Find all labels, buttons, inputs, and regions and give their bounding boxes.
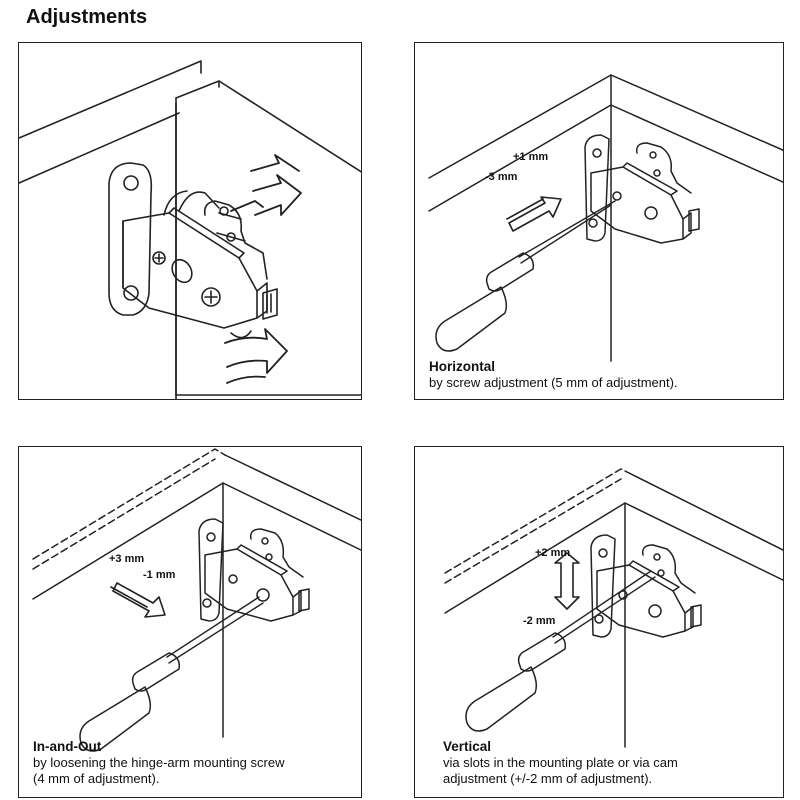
plus-adjust-label: +2 mm [535, 547, 571, 559]
move-arrow-bottom [224, 328, 288, 374]
mounting-plate [198, 518, 224, 622]
in-and-out-description-line1: by loosening the hinge-arm mounting scre… [33, 755, 285, 770]
page-title: Adjustments [26, 6, 148, 28]
in-and-out-description-line2: (4 mm of adjustment). [33, 771, 160, 786]
adjust-arrow [554, 552, 580, 610]
screwdriver-collar [485, 252, 535, 292]
vertical-caption: Vertical via slots in the mounting plate… [443, 739, 678, 787]
panel-vertical: +2 mm -2 mm Vertical via slots in the mo… [414, 446, 784, 798]
cabinet-top-edge [428, 74, 783, 179]
adjust-arrow [112, 582, 166, 618]
cabinet-top-edge-dashed [32, 448, 226, 560]
panel-hinge-overview [18, 42, 362, 400]
screwdriver-handle [79, 686, 152, 752]
in-and-out-heading: In-and-Out [33, 739, 102, 754]
adjust-arrow [508, 196, 562, 232]
minus-adjust-label: -2 mm [523, 615, 556, 627]
screwdriver-handle [435, 286, 508, 352]
horizontal-illustration [428, 74, 783, 362]
horizontal-caption: Horizontal by screw adjustment (5 mm of … [429, 359, 678, 391]
move-arrow-top [252, 174, 302, 216]
hinge-arm [204, 548, 294, 622]
panel-in-and-out: +3 mm -1 mm In-and-Out by loosening the … [18, 446, 362, 798]
in-and-out-caption: In-and-Out by loosening the hinge-arm mo… [33, 739, 284, 787]
vertical-description-line2: adjustment (+/-2 mm of adjustment). [443, 771, 653, 786]
screwdriver-collar [131, 652, 181, 692]
vertical-heading: Vertical [443, 739, 492, 754]
vertical-description-line1: via slots in the mounting plate or via c… [443, 755, 678, 770]
mounting-plate [108, 162, 153, 316]
in-and-out-illustration [32, 448, 361, 752]
screwdriver-collar [517, 632, 567, 672]
hinge-overview-illustration [19, 60, 361, 399]
horizontal-heading: Horizontal [429, 359, 495, 374]
cabinet-top-edge-dashed [444, 468, 630, 574]
hinge-arm [122, 212, 258, 329]
hinge-arm [596, 564, 686, 638]
vertical-illustration [444, 468, 783, 748]
door-top-edge [175, 80, 361, 173]
mounting-plate [584, 134, 610, 242]
plus-adjust-label: +1 mm [513, 151, 549, 163]
plus-adjust-label: +3 mm [109, 553, 145, 565]
panel-horizontal: +1 mm -3 mm Horizontal by screw adjustme… [414, 42, 784, 400]
minus-adjust-label: -3 mm [485, 171, 518, 183]
screwdriver-handle [465, 666, 538, 732]
cabinet-top-edge [19, 60, 202, 139]
minus-adjust-label: -1 mm [143, 569, 176, 581]
horizontal-description: by screw adjustment (5 mm of adjustment)… [429, 375, 678, 390]
mounting-plate [590, 534, 616, 638]
